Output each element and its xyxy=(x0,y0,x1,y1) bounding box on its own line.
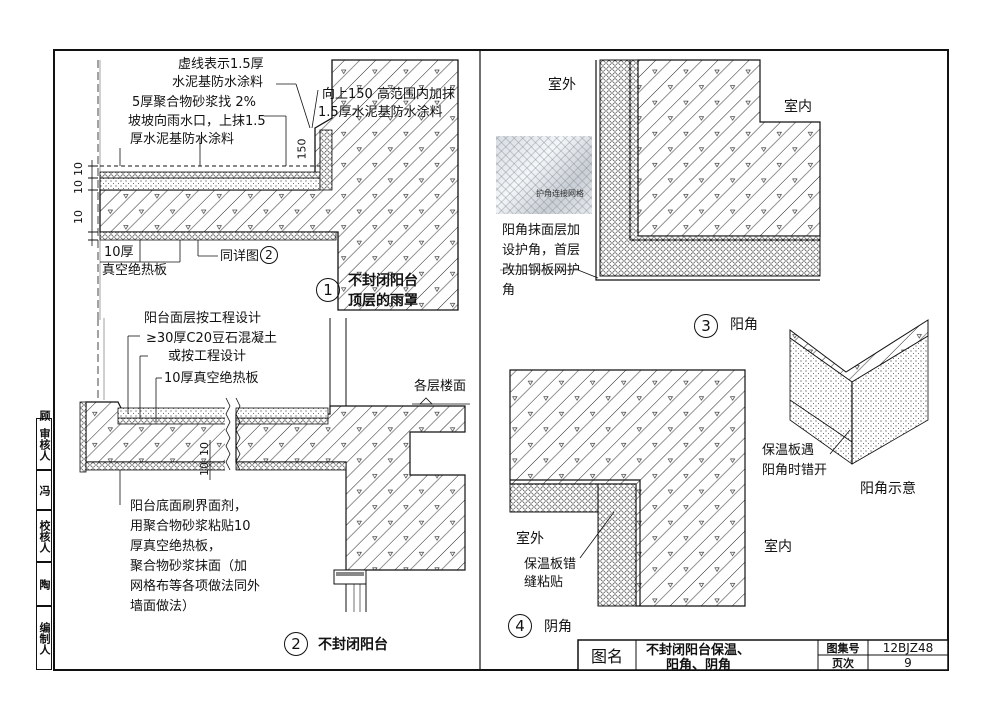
d1-dim-150: 150 xyxy=(295,138,309,160)
corner-iso-drawing xyxy=(789,319,929,465)
detail4-drawing xyxy=(509,369,746,607)
d4-indoor: 室内 xyxy=(764,539,792,555)
d1-upturn-line1: 向上150 高范围内加抹 xyxy=(322,87,455,102)
d4-number: 4 xyxy=(508,614,532,638)
d4-joint-line2: 缝粘贴 xyxy=(524,575,564,590)
d2-bottom-line3: 厚真空绝热板， xyxy=(130,539,222,554)
d2-dim-10a: 10 xyxy=(198,442,211,456)
d3-iso-line1: 保温板遇 xyxy=(762,443,815,458)
d2-concrete-line1: ≥30厚C20豆石混凝土 xyxy=(146,331,278,346)
d1-title-line1: 不封闭阳台 xyxy=(348,273,418,289)
d2-floor: 各层楼面 xyxy=(414,379,467,394)
d1-insul-line2: 真空绝热板 xyxy=(102,263,168,278)
d1-dim-10b: 10 xyxy=(72,180,85,194)
d1-coating-line2: 水泥基防水涂料 xyxy=(172,75,264,90)
d2-number: 2 xyxy=(284,632,308,656)
photo-caption: 护角连接网格 xyxy=(536,189,584,198)
detail2-drawing xyxy=(79,318,470,612)
d1-ref-circle: 2 xyxy=(260,246,278,264)
tb-page-label: 页次 xyxy=(832,656,854,670)
d1-mortar-line2: 坡坡向雨水口，上抹1.5 xyxy=(128,114,266,129)
d2-bottom-line6: 墙面做法） xyxy=(130,599,196,614)
sig-checker-label: 校核人 xyxy=(36,510,52,562)
d1-ref-label: 同详图 xyxy=(220,249,260,264)
d2-title: 不封闭阳台 xyxy=(318,637,388,653)
d2-bottom-line5: 网格布等各项做法同外 xyxy=(130,579,261,594)
tb-title-line1: 不封闭阳台保温、 xyxy=(646,642,751,658)
d3-outdoor: 室外 xyxy=(548,77,576,93)
tb-name-label: 图名 xyxy=(590,647,623,666)
d1-mortar-line3: 厚水泥基防水涂料 xyxy=(130,132,235,147)
tb-atlas-no: 12BJZ48 xyxy=(882,640,934,655)
d1-insul-line1: 10厚 xyxy=(104,245,134,260)
d3-indoor: 室内 xyxy=(784,99,812,115)
d3-iso-title: 阳角示意 xyxy=(860,481,916,497)
sig-compiler-sign: 陶 xyxy=(36,562,52,606)
sig-checker-sign: 冯 xyxy=(36,470,52,510)
d3-corner-line4: 角 xyxy=(502,283,516,298)
d2-dim-10b: 10 xyxy=(198,462,211,476)
detail3-drawing xyxy=(500,59,821,281)
d2-concrete-line2: 或按工程设计 xyxy=(168,349,247,364)
d1-dim-10a: 10 xyxy=(72,162,85,176)
corner-mesh-photo: 护角连接网格 xyxy=(496,136,592,214)
d4-joint-line1: 保温板错 xyxy=(524,557,577,572)
d1-number: 1 xyxy=(316,278,340,302)
detail1-drawing xyxy=(88,59,459,320)
d1-upturn-line2: 1.5厚水泥基防水涂料 xyxy=(318,105,443,120)
sig-reviewer-sign: 顾 xyxy=(38,409,51,421)
sig-compiler-label: 编制人 xyxy=(36,606,52,670)
d3-title: 阳角 xyxy=(730,317,758,333)
d4-title: 阴角 xyxy=(544,619,572,635)
d4-outdoor: 室外 xyxy=(516,531,544,547)
d3-iso-line2: 阳角时错开 xyxy=(762,463,828,478)
d1-dim-10c: 10 xyxy=(72,210,85,224)
tb-atlas-label: 图集号 xyxy=(826,641,860,655)
d1-coating-line1: 虚线表示1.5厚 xyxy=(178,57,264,72)
d3-corner-line2: 设护角，首层 xyxy=(502,243,581,258)
d2-surface: 阳台面层按工程设计 xyxy=(144,311,262,326)
d3-corner-line1: 阳角抹面层加 xyxy=(502,223,581,238)
title-block-frame xyxy=(577,639,949,671)
d3-number: 3 xyxy=(694,314,718,338)
d2-bottom-line4: 聚合物砂浆抹面（加 xyxy=(130,559,248,574)
d1-mortar-line1: 5厚聚合物砂浆找 2% xyxy=(132,95,257,110)
d2-bottom-line1: 阳台底面刷界面剂， xyxy=(130,499,248,514)
tb-page-no: 9 xyxy=(904,655,912,670)
d2-insul: 10厚真空绝热板 xyxy=(164,371,259,386)
d3-corner-line3: 改加钢板网护 xyxy=(502,263,581,278)
d1-title-line2: 顶层的雨罩 xyxy=(348,293,418,309)
tb-title-line2: 阳角、阴角 xyxy=(666,657,732,673)
d2-bottom-line2: 用聚合物砂浆粘贴10 xyxy=(130,519,251,534)
sig-reviewer-label: 审核人 xyxy=(36,418,52,470)
